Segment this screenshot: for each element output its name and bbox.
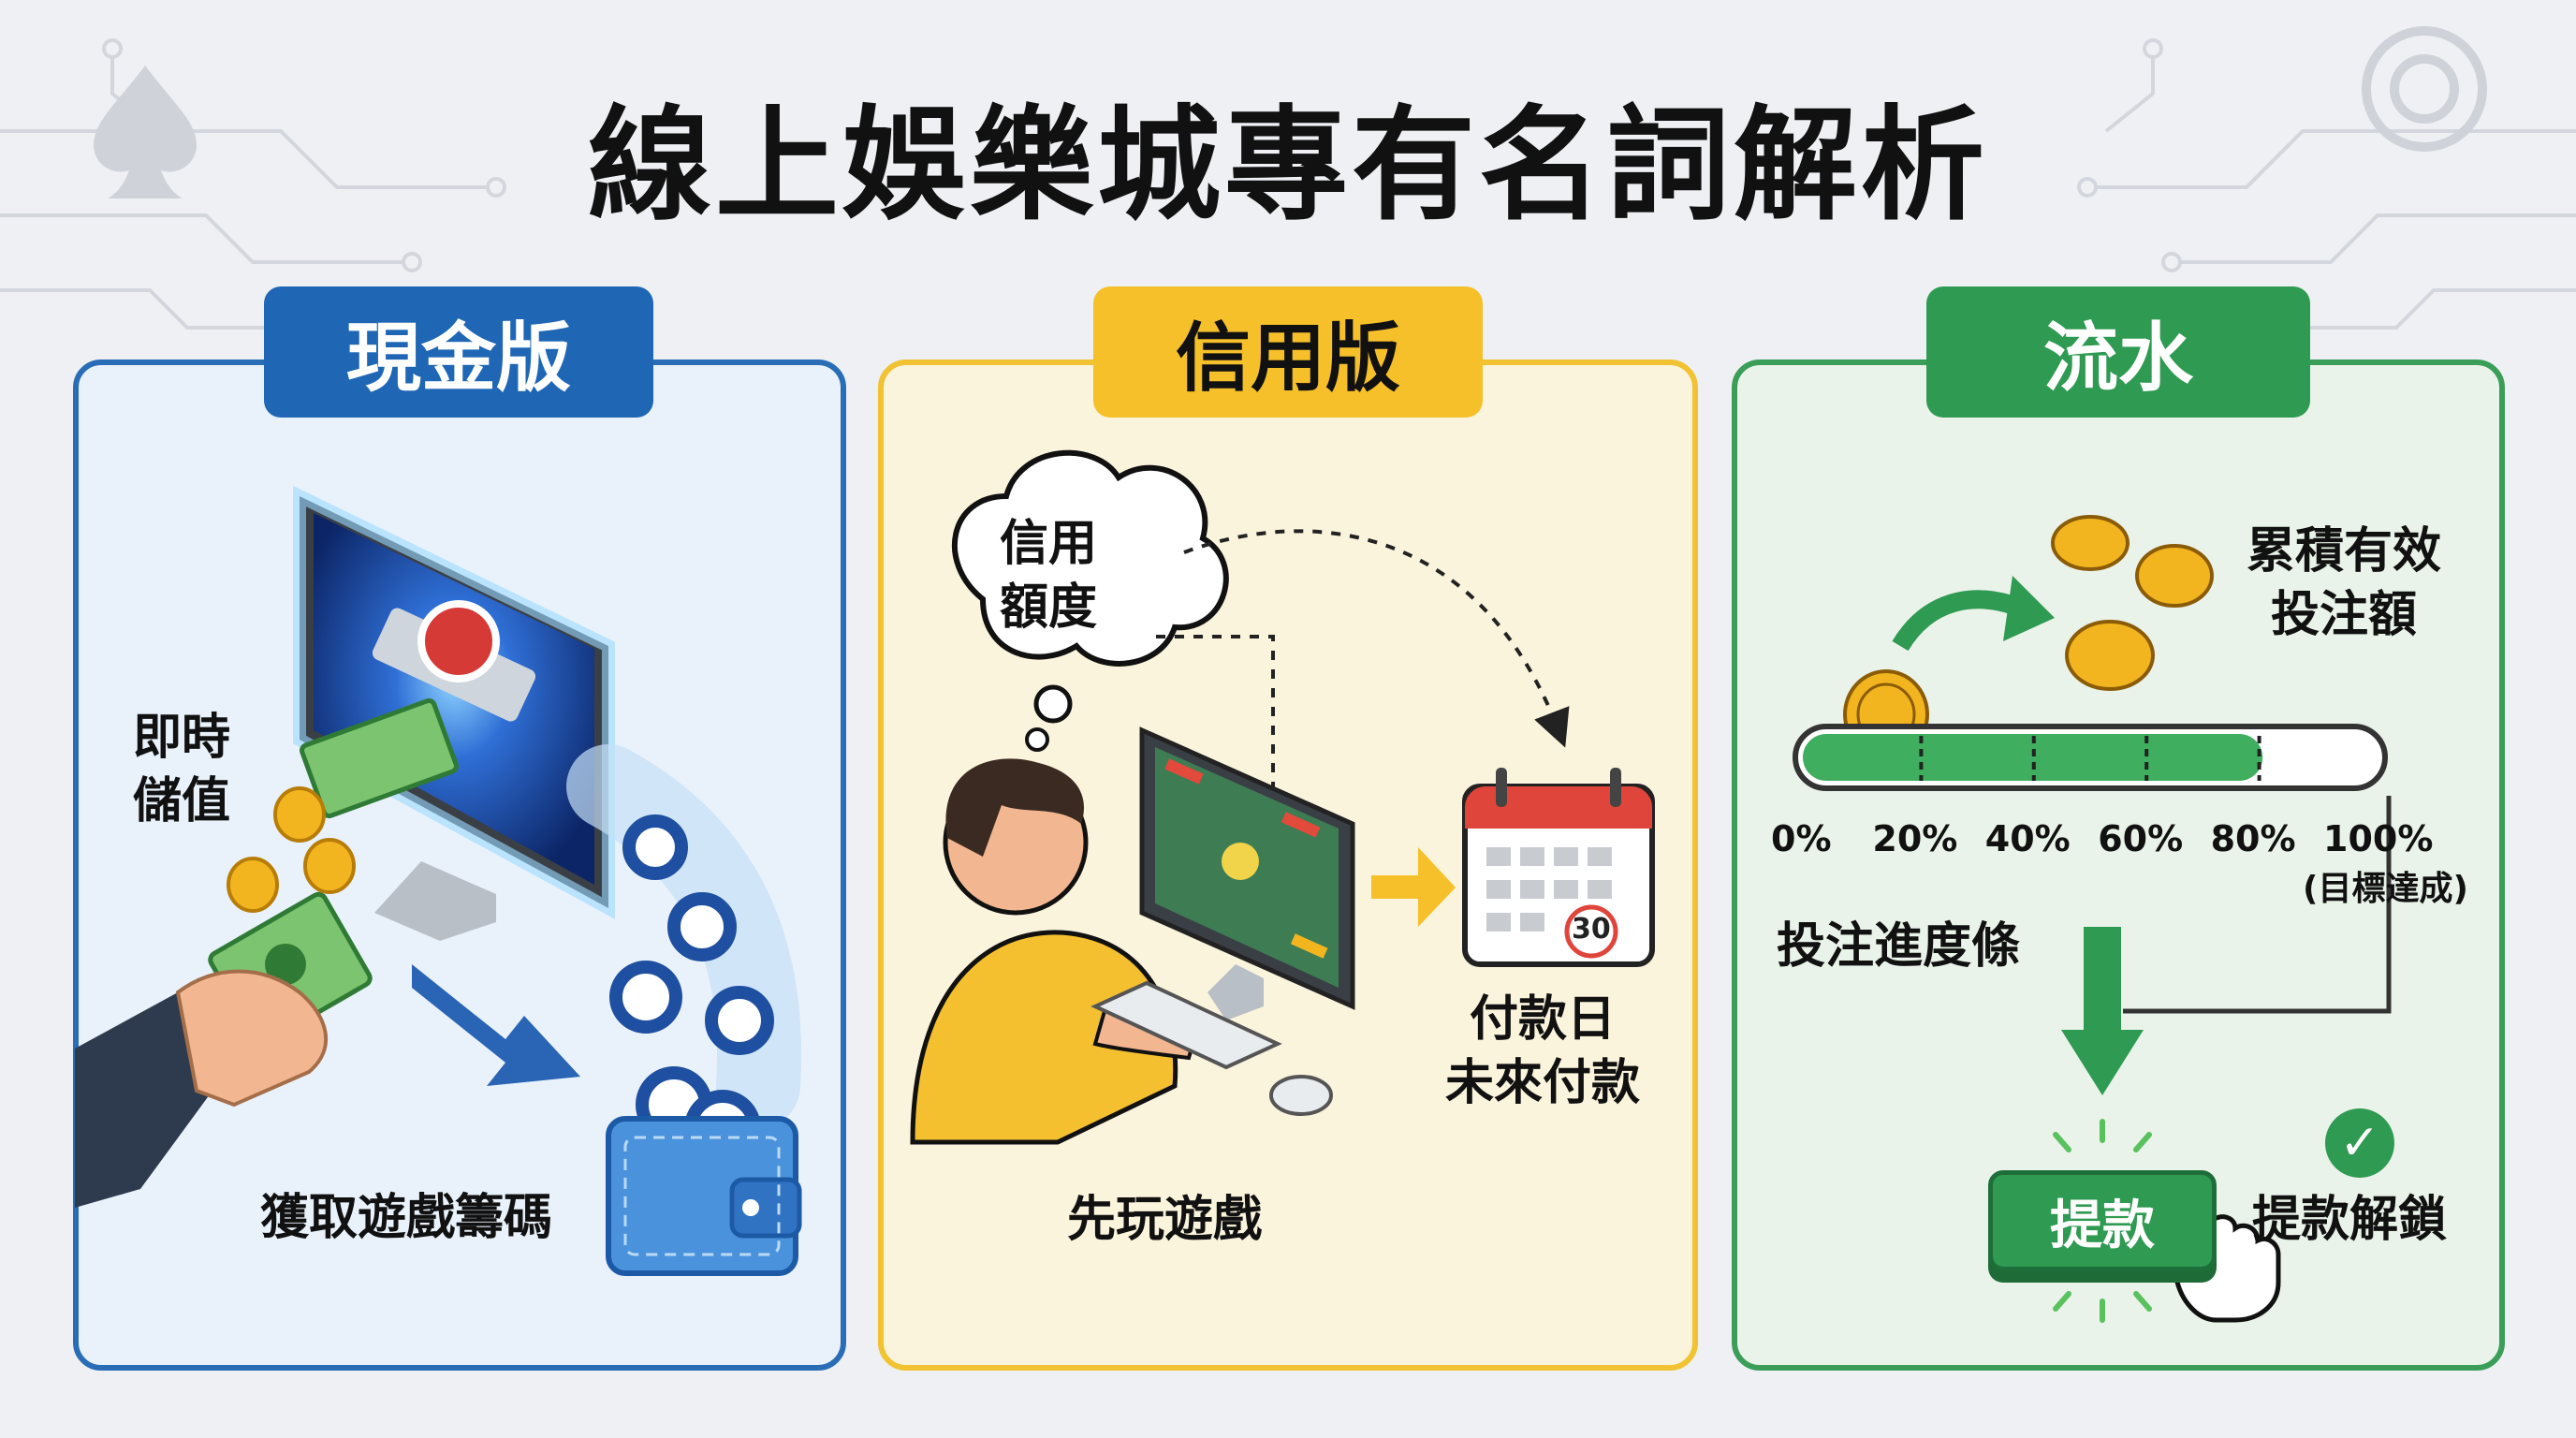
unlock-label: 提款解鎖 xyxy=(2252,1192,2448,1248)
due-label: 付款日 未來付款 xyxy=(1445,991,1641,1111)
credit-bubble-label: 信用 額度 xyxy=(1000,516,1098,636)
credit-panel xyxy=(878,360,1698,1371)
tab-cash: 現金版 xyxy=(264,286,653,418)
bar-label: 投注進度條 xyxy=(1777,918,2021,975)
chips-label: 獲取遊戲籌碼 xyxy=(260,1190,553,1246)
progress-tick-label: 20% xyxy=(1872,818,1958,859)
page-title: 線上娛樂城專有名詞解析 xyxy=(588,94,1988,238)
deposit-label: 即時 儲值 xyxy=(133,710,231,829)
goal-note: (目標達成) xyxy=(2303,870,2468,908)
withdraw-button[interactable]: 提款 xyxy=(1988,1170,2217,1271)
calendar-day: 30 xyxy=(1572,913,1611,946)
coins-label: 累積有效 投注額 xyxy=(2247,523,2442,643)
play-label: 先玩遊戲 xyxy=(1067,1192,1263,1248)
spade-icon xyxy=(94,66,197,198)
poker-chip-icon xyxy=(2362,26,2487,152)
tab-credit: 信用版 xyxy=(1093,286,1483,418)
progress-tick-label: 100% xyxy=(2323,818,2434,859)
progress-tick-label: 0% xyxy=(1771,818,1832,859)
tab-flow: 流水 xyxy=(1926,286,2310,418)
progress-tick-label: 40% xyxy=(1984,818,2071,859)
check-icon: ✓ xyxy=(2325,1108,2394,1178)
progress-tick-label: 80% xyxy=(2210,818,2296,859)
progress-tick-label: 60% xyxy=(2098,818,2184,859)
